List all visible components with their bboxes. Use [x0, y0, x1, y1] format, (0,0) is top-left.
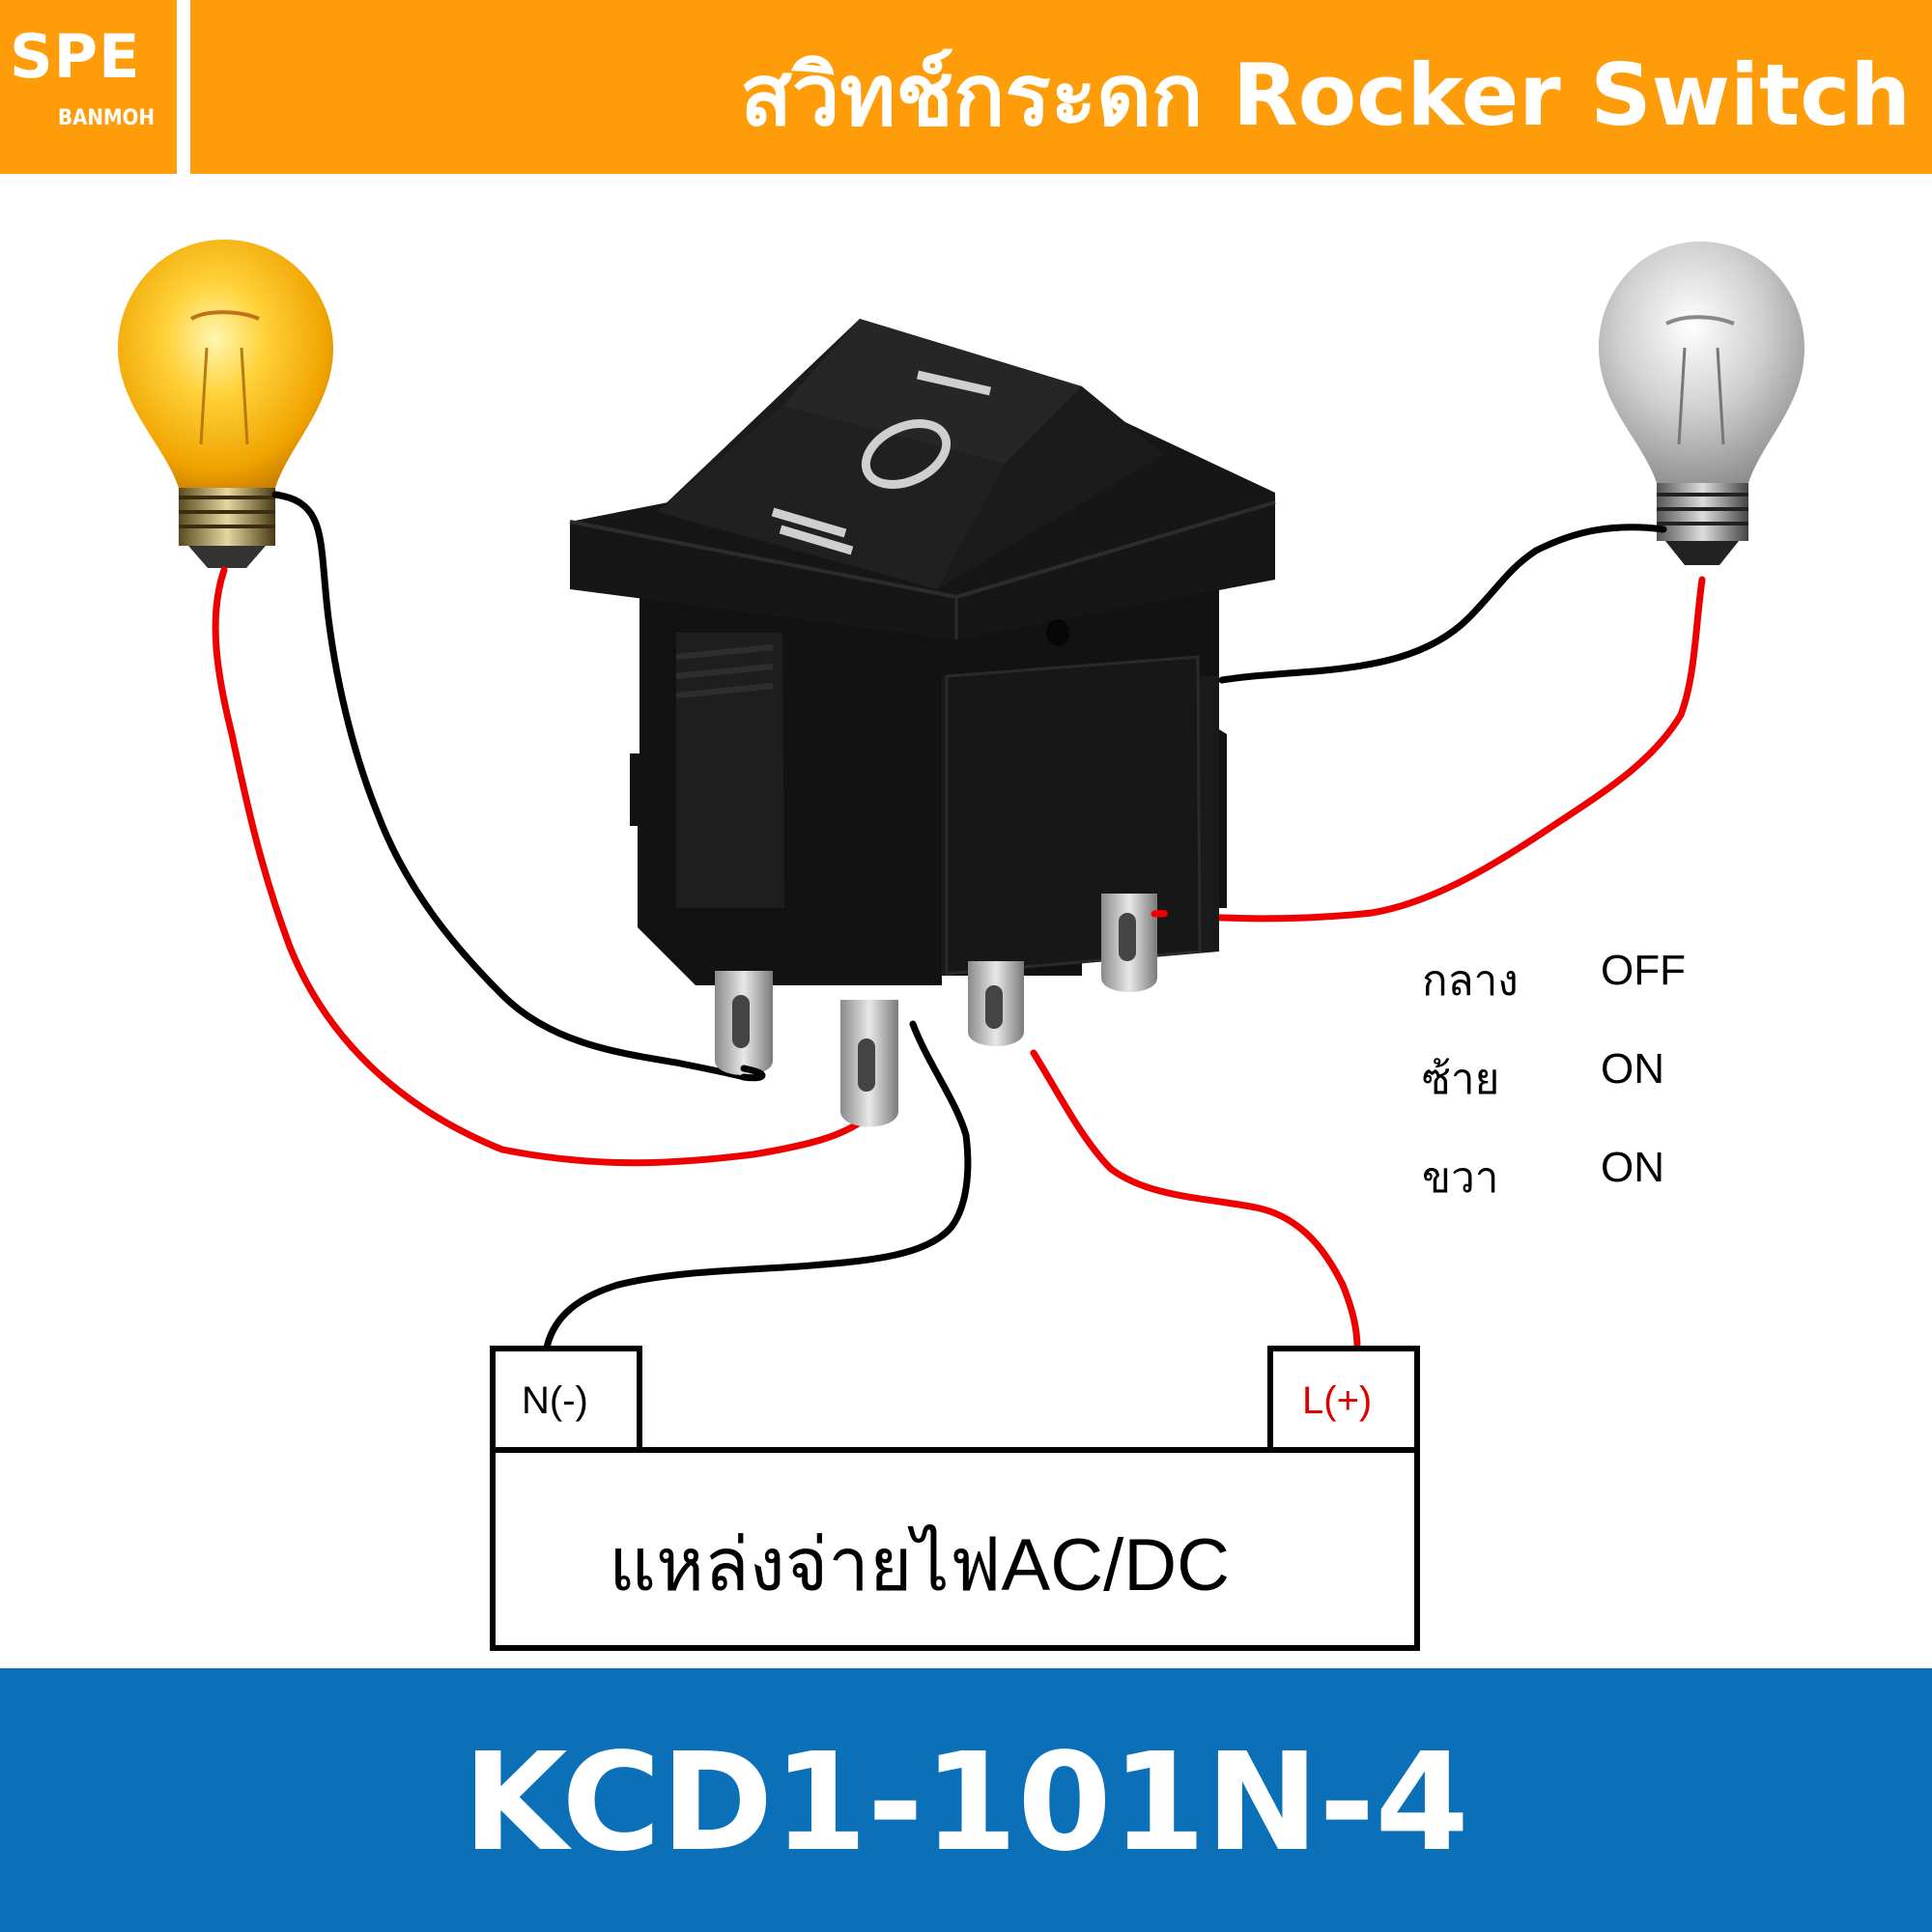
lamp-right-off — [1599, 242, 1804, 565]
legend-state: OFF — [1601, 947, 1686, 994]
supply-body — [490, 1447, 1420, 1651]
power-supply — [490, 1346, 1420, 1651]
wire-red-left-lamp — [212, 566, 878, 1167]
wire-red-right-lamp — [1151, 576, 1706, 923]
logo-divider — [177, 0, 190, 174]
legend-position: ซ้าย — [1422, 1056, 1500, 1103]
page-title: สวิทช์กระดก Rocker Switch — [740, 45, 1911, 145]
rocker-switch — [569, 319, 1276, 1127]
legend-state: ON — [1601, 1144, 1664, 1191]
switch-symbol-on-i — [917, 370, 991, 396]
legend-position: กลาง — [1422, 957, 1519, 1005]
model-number: KCD1-101N-4 — [463, 1724, 1469, 1882]
wire-black-left-lamp — [271, 491, 748, 1081]
wire-black-right-lamp — [1218, 524, 1667, 684]
switch-symbol-on-ii — [771, 507, 854, 555]
logo-main-text: SPE — [10, 21, 141, 92]
live-terminal-label: L(+) — [1302, 1379, 1373, 1422]
legend-state: ON — [1601, 1045, 1664, 1093]
supply-neutral-terminal — [490, 1346, 642, 1453]
wiring-diagram — [118, 240, 1804, 1651]
supply-name: แหล่งจ่ายไฟAC/DC — [609, 1524, 1230, 1606]
footer-bar — [0, 1668, 1932, 1932]
lamp-left-on — [118, 240, 333, 568]
legend-position: ขวา — [1422, 1154, 1499, 1202]
wire-black-supply — [542, 1020, 972, 1356]
brand-logo: SPE BANMOH — [0, 0, 177, 174]
switch-symbols — [771, 370, 991, 555]
header-bar: SPE BANMOH สวิทช์กระดก Rocker Switch — [0, 0, 1932, 174]
logo-sub-text: BANMOH — [58, 106, 156, 130]
wire-red-supply — [1030, 1049, 1361, 1351]
neutral-terminal-label: N(-) — [522, 1379, 588, 1422]
switch-terminals — [715, 894, 1157, 1127]
switch-symbol-off-o — [861, 419, 952, 489]
wires — [212, 491, 1706, 1356]
